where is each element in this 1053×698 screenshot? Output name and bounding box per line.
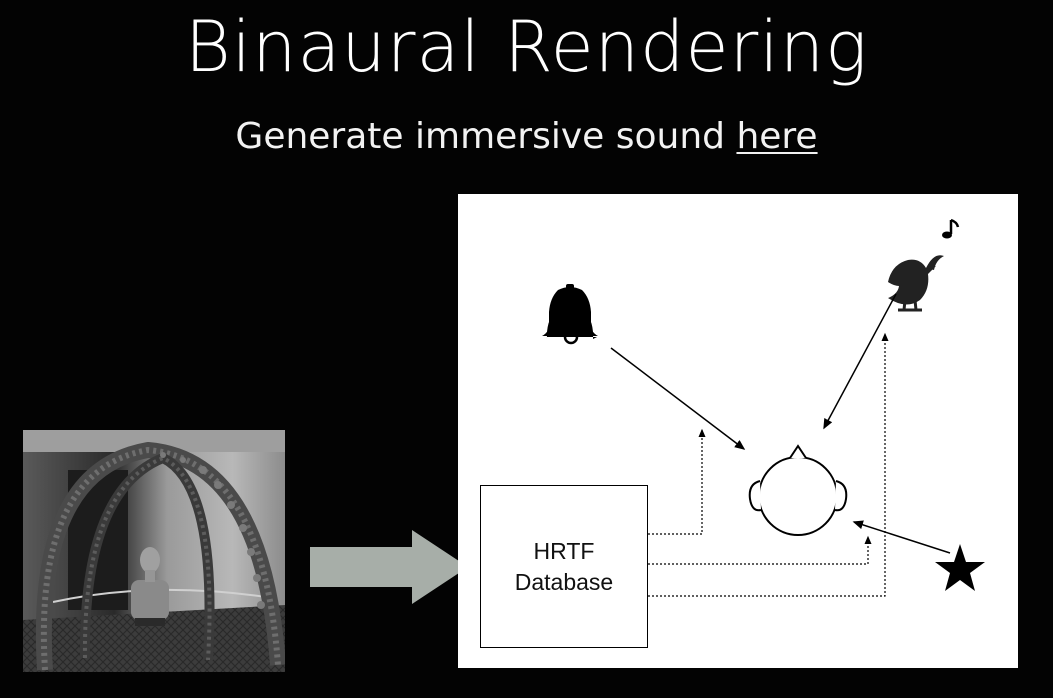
star-to-head-arrow <box>852 520 951 554</box>
subtitle-text: Generate immersive sound <box>235 116 737 157</box>
bird-icon <box>888 255 944 312</box>
hrtf-to-bird-path <box>648 332 889 597</box>
bell-icon <box>542 284 598 345</box>
database-label: Database <box>514 568 614 595</box>
flow-arrow-icon <box>310 530 468 604</box>
bird-to-head-arrow <box>823 293 897 430</box>
head-icon <box>748 444 848 536</box>
hrtf-to-bell-path <box>648 428 706 535</box>
slide-subtitle: Generate immersive sound here <box>0 112 1053 162</box>
star-icon <box>935 544 985 591</box>
hrtf-database-box: HRTF Database <box>480 485 648 648</box>
subtitle-link[interactable]: here <box>736 116 818 157</box>
music-note-icon <box>942 218 960 239</box>
hrtf-to-star-path <box>648 535 872 565</box>
bell-to-head-arrow <box>610 347 746 450</box>
hrtf-measurement-rig-photo <box>23 430 285 672</box>
slide-title: Binaural Rendering <box>184 6 869 88</box>
hrtf-label: HRTF <box>533 537 595 564</box>
